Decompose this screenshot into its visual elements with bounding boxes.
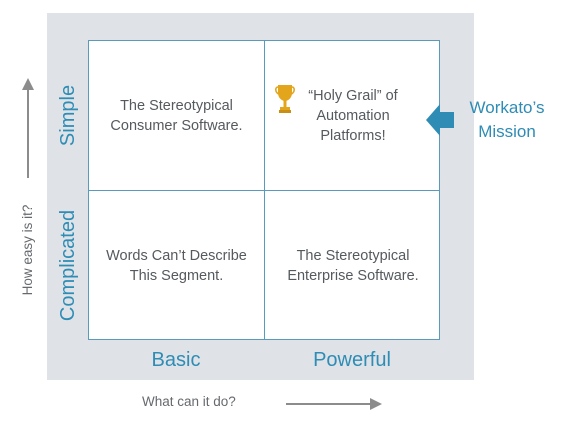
mission-arrow-icon (426, 104, 454, 136)
quadrant-complicated-powerful: The Stereotypical Enterprise Software. (265, 191, 441, 341)
quadrant-simple-powerful: “Holy Grail” of Automation Platforms! (265, 41, 441, 190)
mission-callout-line2: Mission (478, 122, 536, 141)
mission-callout: Workato’s Mission (452, 96, 562, 144)
quadrant-grid: The Stereotypical Consumer Software. “Ho… (88, 40, 440, 340)
trophy-icon (275, 85, 295, 113)
quadrant-text: Words Can’t Describe This Segment. (106, 248, 247, 284)
row-label-complicated: Complicated (57, 209, 80, 321)
x-axis-arrow-icon (286, 398, 382, 410)
quadrant-text: “Holy Grail” of Automation Platforms! (308, 87, 398, 144)
quadrant-complicated-basic: Words Can’t Describe This Segment. (89, 191, 264, 341)
column-label-powerful: Powerful (313, 348, 391, 371)
row-label-simple: Simple (57, 84, 80, 146)
quadrant-text: The Stereotypical Enterprise Software. (287, 248, 419, 284)
grid-divider-horizontal (89, 190, 439, 191)
mission-callout-line1: Workato’s (469, 98, 545, 117)
quadrant-simple-basic: The Stereotypical Consumer Software. (89, 41, 264, 190)
column-label-basic: Basic (151, 348, 201, 371)
x-axis-label: What can it do? (142, 394, 236, 409)
quadrant-text: The Stereotypical Consumer Software. (110, 97, 243, 134)
row-label-simple-wrap: Simple (54, 40, 84, 190)
y-axis-label: How easy is it? (20, 204, 35, 296)
row-label-complicated-wrap: Complicated (54, 190, 84, 340)
y-axis-arrow-icon (22, 78, 34, 178)
